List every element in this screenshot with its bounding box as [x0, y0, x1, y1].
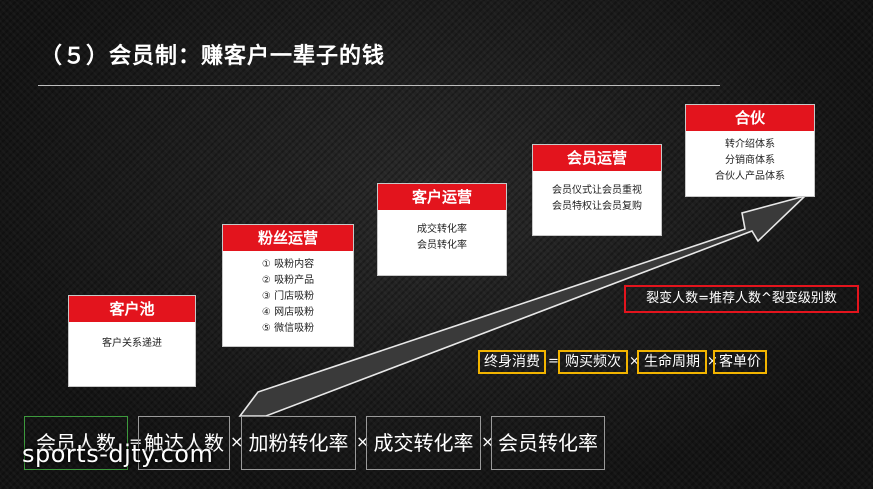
- fission-formula: 裂变人数=推荐人数^裂变级别数: [624, 285, 859, 313]
- card-title: 会员运营: [533, 145, 661, 171]
- card-customer-operation: 客户运营 成交转化率 会员转化率: [377, 183, 507, 276]
- card-item: 客户关系递进: [102, 338, 162, 349]
- card-item: 分销商体系: [725, 155, 775, 166]
- card-member-operation: 会员运营 会员仪式让会员重视 会员特权让会员复购: [532, 144, 662, 236]
- bottom-reach-count: 触达人数: [138, 416, 230, 470]
- formula-unit-price: 客单价: [713, 350, 767, 374]
- bottom-multiply: ×: [230, 432, 244, 451]
- card-fan-operation: 粉丝运营 ① 吸粉内容 ② 吸粉产品 ③ 门店吸粉 ④ 网店吸粉 ⑤ 微信吸粉: [222, 224, 354, 347]
- card-title: 客户池: [69, 296, 195, 322]
- card-item: ② 吸粉产品: [261, 275, 315, 286]
- formula-lifecycle: 生命周期: [637, 350, 707, 374]
- card-item: ⑤ 微信吸粉: [261, 323, 315, 334]
- card-item: ① 吸粉内容: [261, 259, 315, 270]
- bottom-equals: =: [129, 432, 143, 451]
- card-partnership: 合伙 转介绍体系 分销商体系 合伙人产品体系: [685, 104, 815, 197]
- bottom-fan-conversion: 加粉转化率: [241, 416, 356, 470]
- formula-multiply: ×: [707, 354, 718, 369]
- card-item: 会员特权让会员复购: [552, 201, 642, 212]
- page-title: （５）会员制：赚客户一辈子的钱: [40, 44, 386, 69]
- watermark-text: sports-djty.com: [22, 440, 214, 468]
- card-item: 会员转化率: [417, 240, 467, 251]
- card-customer-pool: 客户池 客户关系递进: [68, 295, 196, 387]
- formula-multiply: ×: [629, 354, 640, 369]
- formula-equals: =: [548, 354, 559, 369]
- formula-lifetime-consumption: 终身消费: [478, 350, 546, 374]
- card-item: 转介绍体系: [725, 139, 775, 150]
- card-item: 成交转化率: [417, 224, 467, 235]
- bottom-member-count: 会员人数: [24, 416, 128, 470]
- card-title: 粉丝运营: [223, 225, 353, 251]
- card-item: ③ 门店吸粉: [261, 291, 315, 302]
- bottom-deal-conversion: 成交转化率: [366, 416, 481, 470]
- card-title: 客户运营: [378, 184, 506, 210]
- card-title: 合伙: [686, 105, 814, 131]
- formula-purchase-frequency: 购买频次: [558, 350, 628, 374]
- bottom-member-conversion: 会员转化率: [491, 416, 605, 470]
- title-divider: [38, 85, 720, 86]
- card-item: ④ 网店吸粉: [261, 307, 315, 318]
- card-item: 会员仪式让会员重视: [552, 185, 642, 196]
- card-item: 合伙人产品体系: [715, 171, 785, 182]
